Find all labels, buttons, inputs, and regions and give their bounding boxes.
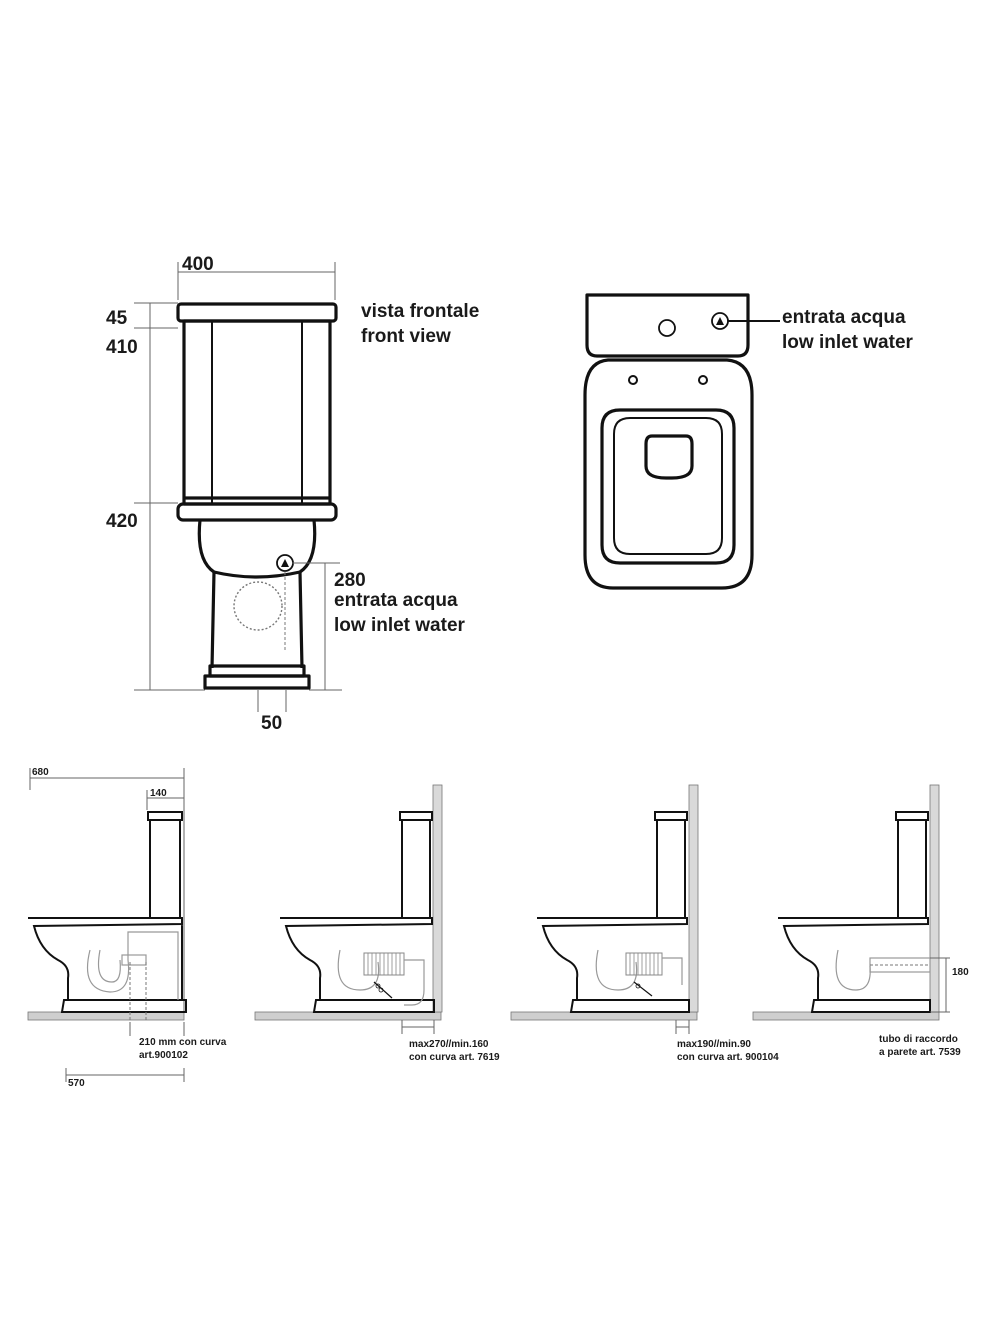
pedestal: [210, 571, 304, 669]
side-view-2: max270//min.160 con curva art. 7619: [254, 784, 500, 1063]
side-view-3: max190//min.90 con curva art. 900104: [510, 784, 779, 1063]
dim-180: 180: [952, 967, 969, 978]
top-view: entrata acqua low inlet water: [583, 293, 914, 590]
top-flush-hole: [658, 319, 676, 337]
front-view: 400 45 410 420 280: [106, 254, 479, 734]
side2-note-1: max270//min.160: [409, 1039, 489, 1050]
top-inlet-en: low inlet water: [782, 332, 914, 353]
floor-2: [254, 1011, 442, 1021]
tank-base: [176, 502, 338, 522]
tank-body: [182, 319, 332, 506]
dim-280: 280: [334, 570, 366, 591]
dim-45: 45: [106, 308, 128, 329]
dim-570: 570: [68, 1078, 85, 1089]
side3-note-2: con curva art. 900104: [677, 1052, 779, 1063]
floor-1: [27, 1011, 185, 1021]
front-caption-it: vista frontale: [361, 301, 479, 322]
front-caption-en: front view: [361, 326, 451, 347]
side4-note-2: a parete art. 7539: [879, 1047, 961, 1058]
top-tank: [585, 293, 750, 358]
floor-3: [510, 1011, 698, 1021]
dim-140: 140: [150, 788, 167, 799]
front-inlet-it: entrata acqua: [334, 590, 458, 611]
seat-outer: [583, 358, 754, 590]
wall-4: [929, 784, 940, 1013]
seat-inner: [600, 408, 736, 565]
bowl-hole: [644, 434, 694, 480]
side-view-1: 680 140 570 210 mm con curva art.900102: [27, 767, 227, 1089]
wall-2: [432, 784, 443, 1013]
front-inlet-en: low inlet water: [334, 615, 466, 636]
side4-note-1: tubo di raccordo: [879, 1034, 958, 1045]
wall-3: [688, 784, 699, 1013]
top-inlet-it: entrata acqua: [782, 307, 906, 328]
side1-note-2: art.900102: [139, 1050, 188, 1061]
dim-400: 400: [182, 254, 214, 275]
dim-50: 50: [261, 713, 282, 734]
dim-420: 420: [106, 511, 138, 532]
tank-lid: [176, 302, 338, 323]
side-view-4: 180 tubo di raccordo a parete art. 7539: [752, 784, 969, 1058]
pedestal-base: [203, 674, 311, 690]
bowl-front: [197, 519, 317, 579]
dim-680: 680: [32, 767, 49, 778]
dim-410: 410: [106, 337, 138, 358]
side3-note-1: max190//min.90: [677, 1039, 751, 1050]
side2-note-2: con curva art. 7619: [409, 1052, 500, 1063]
side1-note-1: 210 mm con curva: [139, 1037, 227, 1048]
floor-4: [752, 1011, 940, 1021]
outlet-circle: [233, 581, 283, 631]
